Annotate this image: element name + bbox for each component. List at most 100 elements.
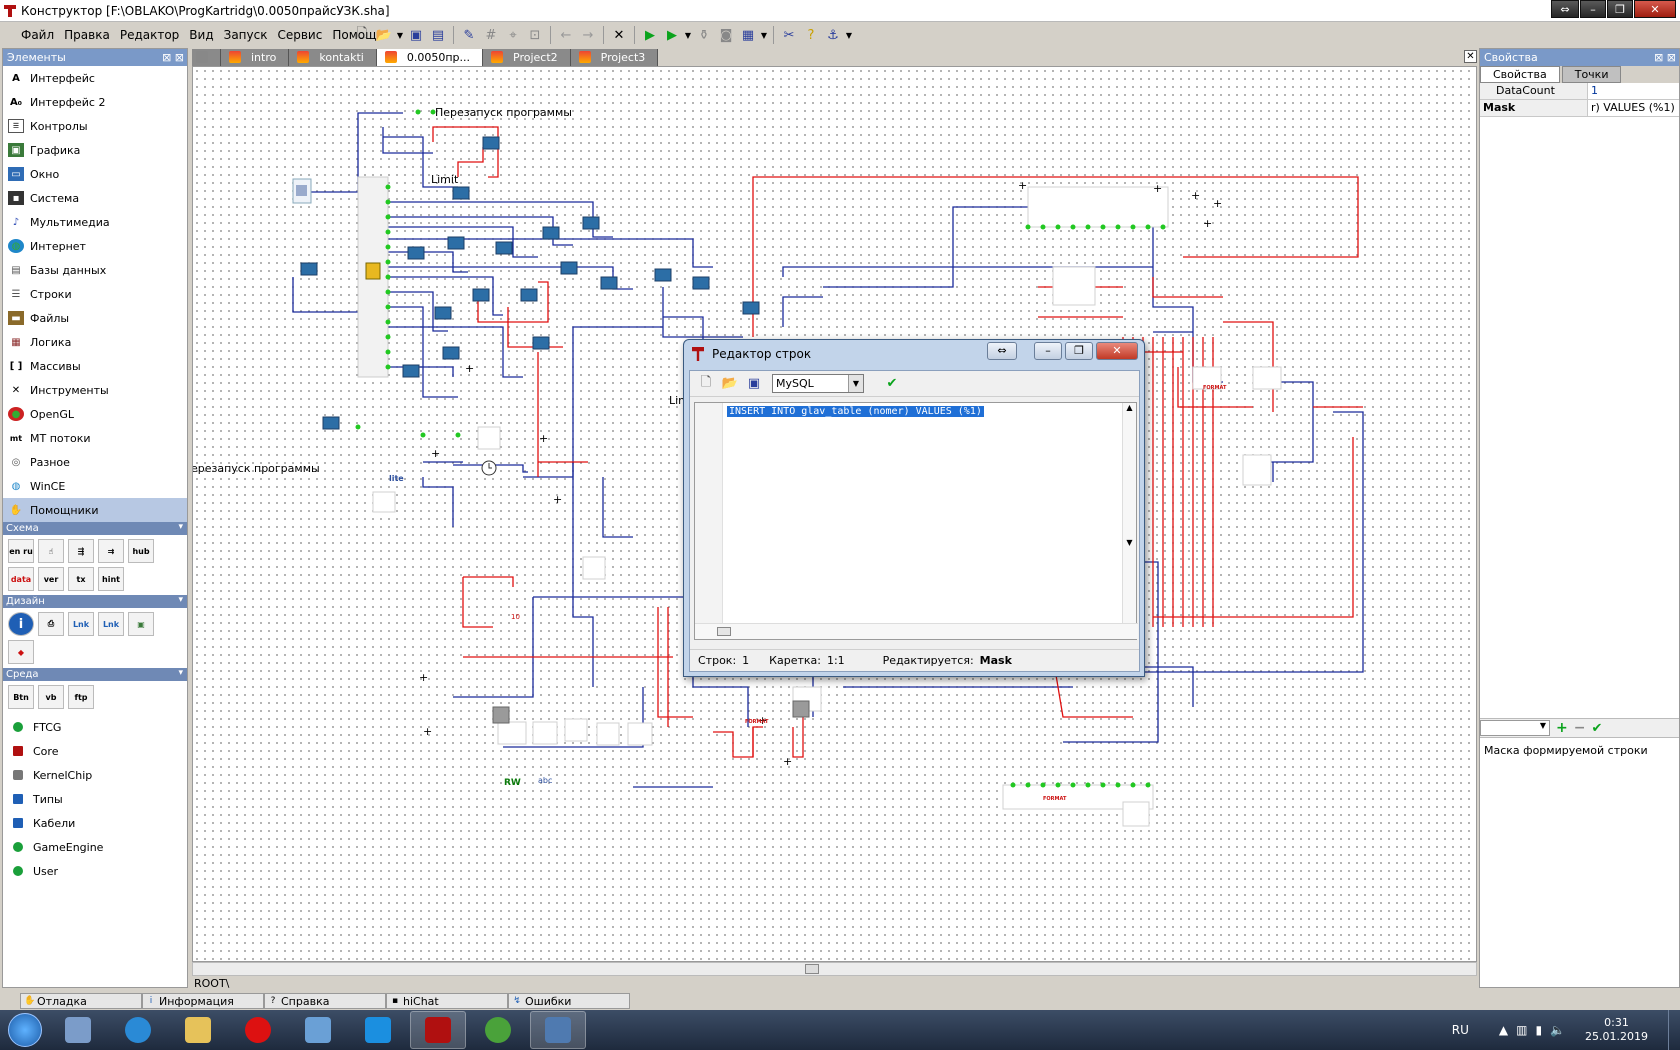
category-multimedia[interactable]: ♪Мультимедиа [3,210,187,234]
schema-diagram[interactable]: +++ +++ +++ +++ + Перезапуск программы L… [193,67,1477,962]
taskbar-hiasm[interactable] [410,1011,466,1049]
grid-icon[interactable]: # [485,27,497,43]
stop-icon[interactable]: ⚱ [698,27,710,43]
category-internet[interactable]: ◍Интернет [3,234,187,258]
show-desktop-button[interactable] [1668,1010,1680,1050]
group-header-schema[interactable]: Схема [3,521,187,535]
close-tab-icon[interactable]: ✕ [1464,50,1477,63]
tab-intro[interactable]: intro [221,49,290,66]
category-graphics[interactable]: ▣Графика [3,138,187,162]
category-opengl[interactable]: ●OpenGL [3,402,187,426]
editor-horizontal-scrollbar[interactable] [695,623,1138,639]
delete-icon[interactable]: ✕ [613,27,625,43]
translate-icon[interactable]: en ru [8,539,34,563]
maximize-button[interactable]: ❐ [1607,0,1633,18]
property-row-mask[interactable]: Mask r) VALUES (%1) [1480,100,1679,117]
sql-code-line[interactable]: INSERT INTO glav_table (nomer) VALUES (%… [727,406,984,417]
hub-icon[interactable]: hub [128,539,154,563]
edit-form-icon[interactable]: ✎ [463,27,475,43]
menu-run[interactable]: Запуск [223,28,268,42]
new-file-icon[interactable]: 🗋 [700,374,712,390]
menu-file[interactable]: Файл [21,28,55,42]
minimize-button[interactable]: – [1580,0,1606,18]
run-icon[interactable]: ▶ [645,27,655,43]
scroll-thumb[interactable] [717,627,731,636]
hand-pointer-icon[interactable]: ☝ [38,539,64,563]
menu-view[interactable]: Вид [189,28,214,42]
tab-help[interactable]: ?Справка [264,993,386,1009]
link-icon[interactable]: Lnk [68,612,94,636]
tab-project2[interactable]: Project2 [483,49,571,66]
library-gameengine[interactable]: GameEngine [3,835,187,859]
text-icon[interactable]: tx [68,567,94,591]
ftp-icon[interactable]: ftp [68,685,94,709]
apply-check-icon[interactable]: ✔ [1591,720,1603,736]
taskbar-network[interactable] [530,1011,586,1049]
open-folder-icon[interactable]: 📂 [375,27,393,43]
category-logic[interactable]: ▦Логика [3,330,187,354]
sql-dialect-select[interactable]: MySQL ▼ [772,374,864,393]
info-icon[interactable]: i [8,612,34,636]
close-button[interactable]: ✕ [1634,0,1676,18]
data-icon[interactable]: data [8,567,34,591]
start-button[interactable] [0,1010,50,1050]
tab-hichat[interactable]: ▪hiChat [386,993,508,1009]
library-core[interactable]: Core [3,739,187,763]
taskbar-remote[interactable] [290,1011,346,1049]
taskbar-calculator[interactable] [50,1011,106,1049]
library-cables[interactable]: Кабели [3,811,187,835]
category-controls[interactable]: ☰Контролы [3,114,187,138]
branch-icon[interactable]: ⇉ [98,539,124,563]
menu-editor[interactable]: Редактор [119,28,180,42]
tab-price-active[interactable]: 0.0050пр... [376,49,483,66]
hint-icon[interactable]: hint [98,567,124,591]
menu-edit[interactable]: Правка [64,28,110,42]
tab-project3[interactable]: Project3 [570,49,659,66]
dropdown-arrow-icon[interactable]: ▼ [396,30,404,40]
tools-icon[interactable]: ✂ [783,27,795,43]
category-tools[interactable]: ✕Инструменты [3,378,187,402]
dropdown-arrow-icon[interactable]: ▼ [845,30,853,40]
dropdown-arrow-icon[interactable]: ▼ [684,30,692,40]
category-window[interactable]: ▭Окно [3,162,187,186]
version-icon[interactable]: ver [38,567,64,591]
category-wince[interactable]: ◍WinCE [3,474,187,498]
library-types[interactable]: Типы [3,787,187,811]
category-databases[interactable]: ▤Базы данных [3,258,187,282]
panel-close-icon[interactable]: ⊠ ⊠ [1654,51,1676,64]
property-value[interactable]: 1 [1591,84,1598,97]
redo-icon[interactable]: → [582,27,594,43]
tab-debug[interactable]: ✋Отладка [20,993,142,1009]
save-icon[interactable]: ▣ [747,376,761,391]
scroll-thumb[interactable] [805,964,819,974]
restore-layout-button[interactable]: ⇔ [1551,0,1579,18]
remove-icon[interactable]: − [1573,720,1586,736]
frame-icon[interactable]: ⊡ [529,27,541,43]
undo-icon[interactable]: ← [560,27,572,43]
panel-close-icon[interactable]: ⊠ ⊠ [162,51,184,64]
dialog-swap-button[interactable]: ⇔ [987,342,1017,360]
run-debug-icon[interactable]: ▶ [667,27,677,43]
group-header-design[interactable]: Дизайн [3,594,187,608]
schema-canvas[interactable]: +++ +++ +++ +++ + Перезапуск программы L… [192,66,1477,962]
tab-points[interactable]: Точки [1561,66,1622,83]
signal-tray-icon[interactable]: ▮ [1535,1023,1543,1037]
canvas-horizontal-scrollbar[interactable] [192,962,1477,976]
library-user[interactable]: User [3,859,187,883]
category-system[interactable]: ▪Система [3,186,187,210]
menu-help[interactable]: Помощь [332,28,384,42]
build-icon[interactable]: ▦ [741,27,755,43]
dropdown-arrow-icon[interactable]: ▼ [760,30,768,40]
taskbar-mail[interactable] [350,1011,406,1049]
shapes-icon[interactable]: ◆ [8,640,34,664]
dialog-close-button[interactable]: ✕ [1096,342,1138,360]
anchor-icon[interactable]: ⚓ [827,27,839,43]
category-helpers[interactable]: ✋Помощники [3,498,187,522]
value-dropdown[interactable]: ▼ [1480,720,1550,736]
taskbar-internet-explorer[interactable] [110,1011,166,1049]
taskbar-utorrent[interactable] [470,1011,526,1049]
